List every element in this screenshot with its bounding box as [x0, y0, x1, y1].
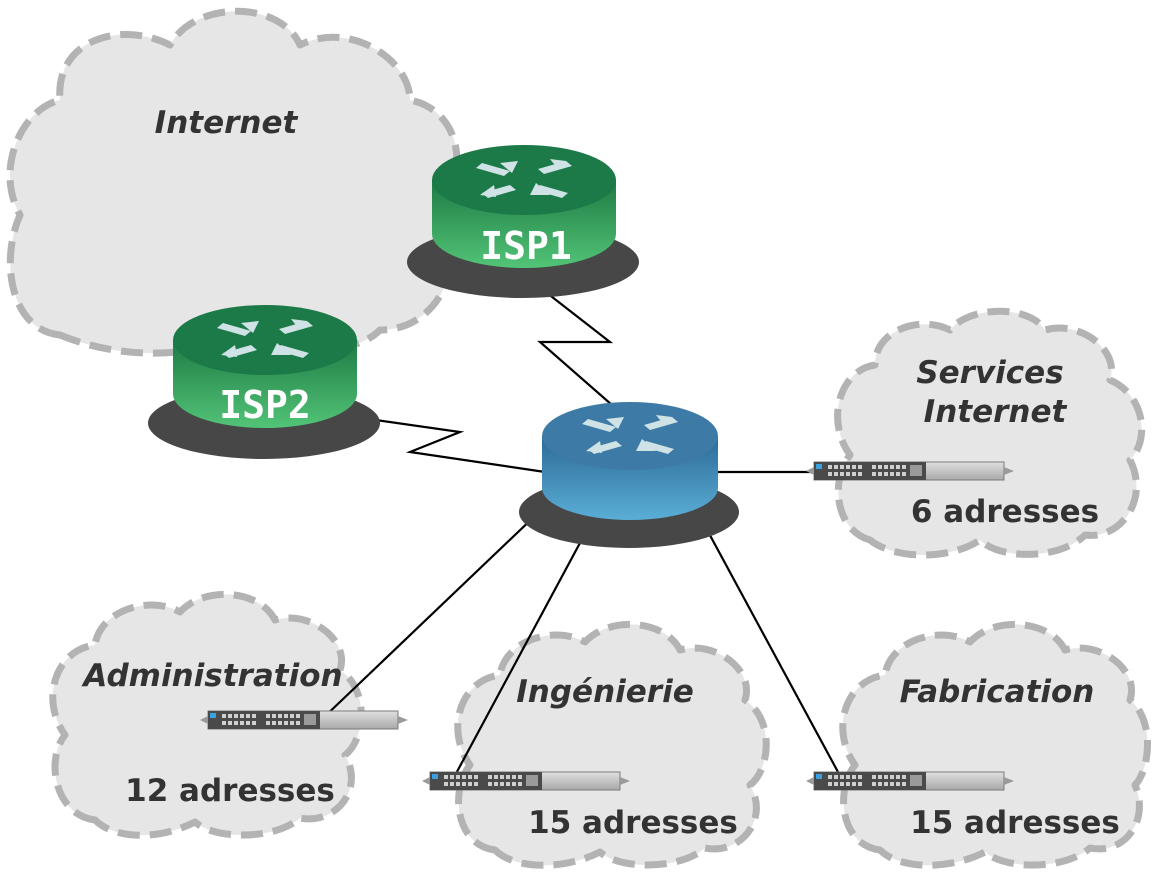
- ingenierie-cloud-title: Ingénierie: [516, 674, 693, 710]
- isp2-router[interactable]: ISP2: [148, 305, 380, 459]
- fabrication-cloud: Fabrication 15 adresses: [839, 620, 1151, 869]
- administration-cloud-title: Administration: [80, 658, 342, 694]
- ingenierie-address-count: 15 adresses: [528, 805, 738, 841]
- isp1-router[interactable]: ISP1: [407, 145, 639, 298]
- link-core-ingenierie: [451, 501, 603, 782]
- fabrication-address-count: 15 adresses: [910, 805, 1120, 841]
- administration-cloud: Administration 12 adresses: [49, 590, 365, 839]
- link-core-administration: [319, 491, 561, 722]
- services-internet-cloud: Services Internet 6 adresses: [834, 307, 1146, 559]
- switch-administration-icon[interactable]: [199, 710, 409, 730]
- switch-ingenierie-icon[interactable]: [421, 771, 631, 791]
- ingenierie-cloud: Ingénierie 15 adresses: [454, 620, 770, 869]
- internet-cloud-title: Internet: [155, 105, 299, 141]
- switch-services-icon[interactable]: [805, 461, 1015, 481]
- isp2-router-label: ISP2: [219, 383, 311, 427]
- services-cloud-title-line1: Services: [916, 355, 1063, 391]
- internet-cloud: Internet: [6, 7, 461, 357]
- network-links: [319, 271, 839, 782]
- switch-fabrication-icon[interactable]: [805, 771, 1015, 791]
- services-cloud-title-line2: Internet: [924, 394, 1068, 430]
- isp1-router-label: ISP1: [480, 224, 572, 268]
- services-address-count: 6 adresses: [911, 494, 1099, 530]
- fabrication-cloud-title: Fabrication: [900, 674, 1095, 710]
- core-router[interactable]: [519, 402, 739, 548]
- link-core-fabrication: [691, 501, 839, 773]
- link-isp2-core: [319, 410, 546, 474]
- administration-address-count: 12 adresses: [125, 773, 335, 809]
- link-isp1-core: [519, 271, 621, 413]
